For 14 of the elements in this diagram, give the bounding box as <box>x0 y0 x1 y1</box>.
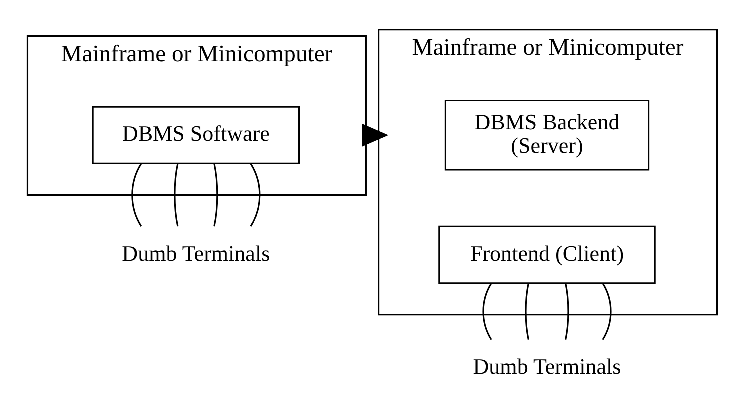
node-text: Dumb Terminals <box>122 240 270 266</box>
node-box: DBMS Software <box>92 106 300 164</box>
arrow <box>362 124 389 147</box>
connector <box>525 284 530 340</box>
node-box: DBMS Backend (Server) <box>444 100 650 171</box>
connector <box>214 164 218 227</box>
connector <box>602 283 612 340</box>
connector <box>250 164 261 227</box>
connector <box>565 284 570 340</box>
connector <box>132 164 142 227</box>
connector <box>174 164 179 227</box>
node-box: Frontend (Client) <box>438 226 656 284</box>
node-text: Dumb Terminals <box>473 354 622 380</box>
connector <box>482 283 492 340</box>
